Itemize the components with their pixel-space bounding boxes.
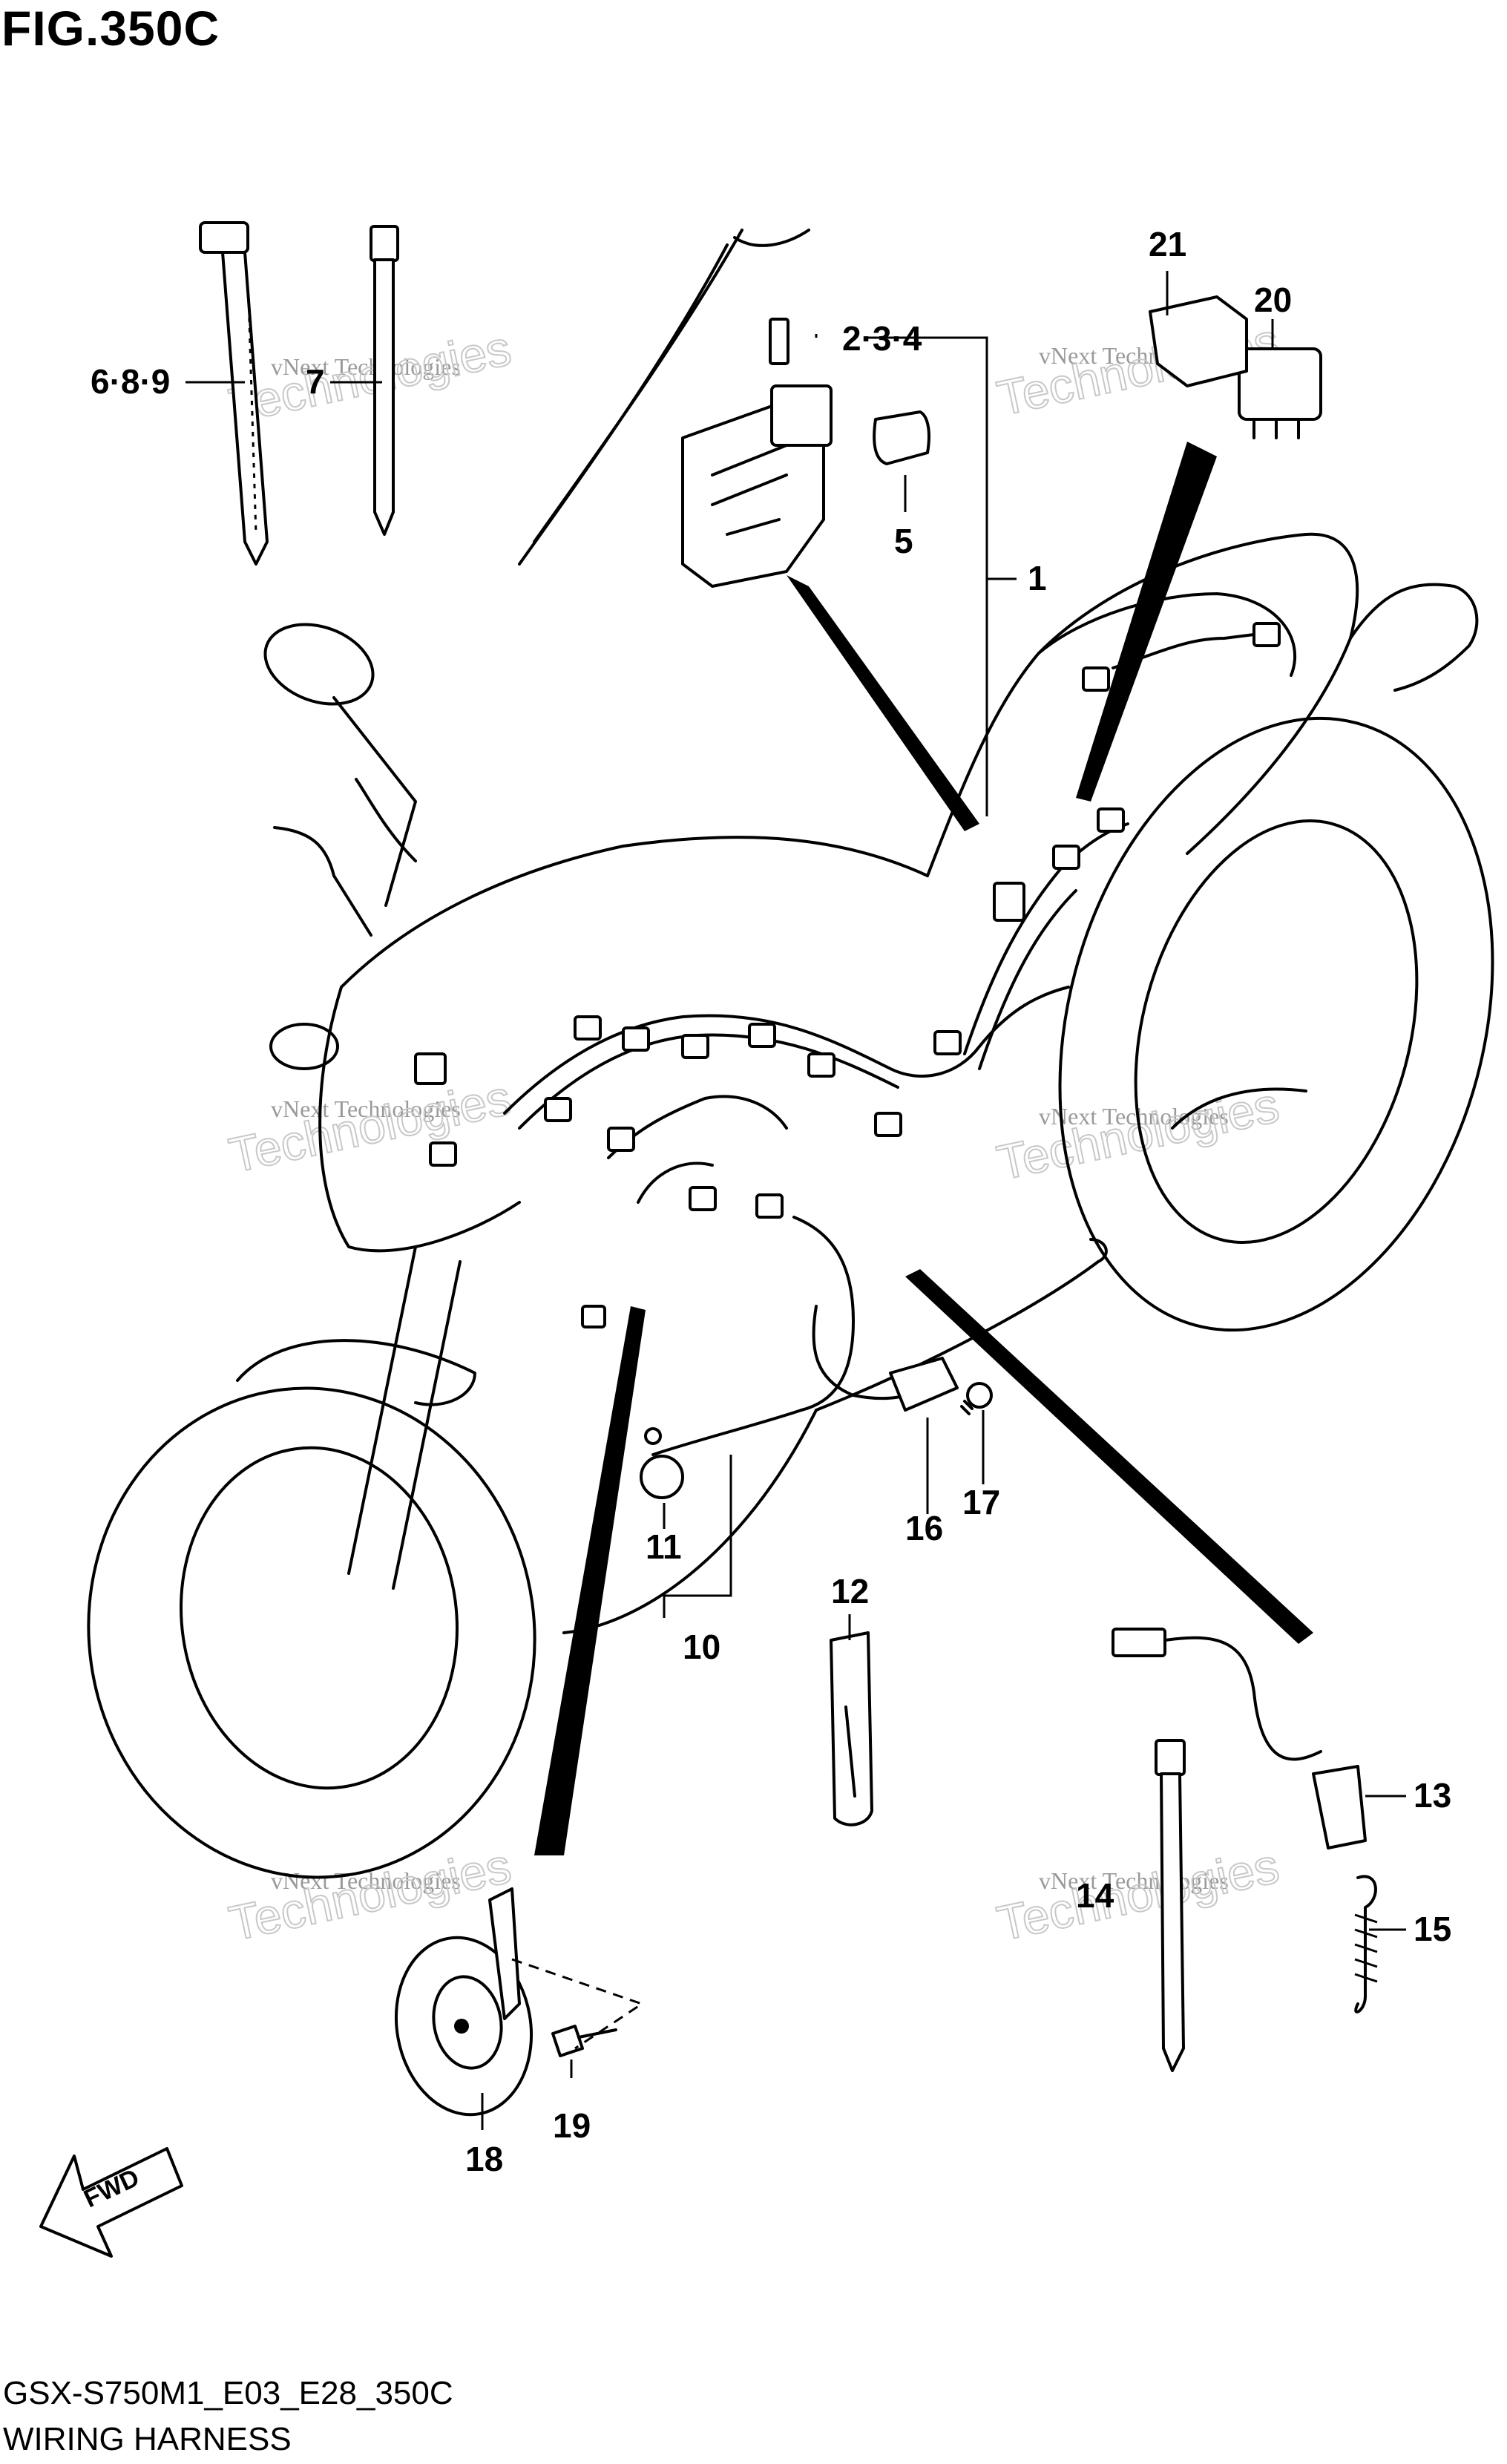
- watermark-text: vNext Technologies: [271, 1095, 461, 1122]
- sensor-part-13: [1112, 1628, 1367, 1849]
- callout-18: 18: [465, 2140, 503, 2178]
- callout-20: 20: [1254, 281, 1292, 319]
- callout-13: 13: [1414, 1776, 1451, 1815]
- callout-15: 15: [1414, 1910, 1451, 1948]
- sensor-part-16: [889, 1357, 959, 1412]
- watermark-text: Technologies: [225, 320, 516, 433]
- fwd-arrow-icon: FWD: [39, 2147, 183, 2258]
- callout-7: 7: [306, 362, 325, 401]
- callout-21: 21: [1149, 225, 1186, 263]
- spring-part-15: [1354, 1875, 1378, 2014]
- relay-part-21: [1149, 295, 1248, 387]
- leader-lines: [185, 271, 1406, 2130]
- watermark-text: vNext Technologies: [271, 353, 461, 380]
- cable-tie-part-14: [1155, 1739, 1186, 2072]
- callout-16: 16: [905, 1509, 943, 1547]
- model-code: GSX-S750M1_E03_E28_350C: [3, 2375, 453, 2411]
- bracket-part-12: [830, 1631, 873, 1826]
- callout-1: 1: [1028, 559, 1047, 597]
- section-name: WIRING HARNESS: [3, 2421, 292, 2457]
- cap-part-5: [873, 410, 930, 465]
- callout-12: 12: [831, 1572, 869, 1611]
- junction-box: [518, 229, 833, 588]
- motorcycle-outline: [87, 532, 1494, 1879]
- watermark-text: Technologies: [993, 1838, 1284, 1950]
- callout-2-3-4: 2·3·4: [842, 319, 922, 358]
- watermark-text: Technologies: [225, 1069, 516, 1182]
- horn-part-18: [394, 1887, 533, 2117]
- callout-19: 19: [553, 2106, 591, 2145]
- callouts: 1 2·3·4 5 6·8·9 7 10 11 12 13 14 15 16 1…: [91, 225, 1451, 2178]
- sensor-part-11: [640, 1427, 684, 1499]
- callout-6-8-9: 6·8·9: [91, 362, 170, 401]
- main-wiring-harness: [414, 622, 1281, 1456]
- callout-14: 14: [1076, 1876, 1114, 1915]
- cable-tie-part-6-8-9: [199, 221, 269, 566]
- callout-10: 10: [683, 1628, 720, 1666]
- pointer-wedges: [534, 442, 1313, 1855]
- callout-11: 11: [646, 1527, 682, 1566]
- screw-part-17: [960, 1382, 993, 1415]
- watermark-text: vNext Technologies: [1039, 1867, 1229, 1894]
- watermark-text: Technologies: [225, 1838, 516, 1950]
- relay-part-20: [1238, 347, 1322, 439]
- figure-title: FIG.350C: [1, 1, 220, 56]
- callout-17: 17: [962, 1483, 1000, 1521]
- callout-5: 5: [894, 522, 913, 560]
- cable-tie-part-7: [370, 225, 399, 536]
